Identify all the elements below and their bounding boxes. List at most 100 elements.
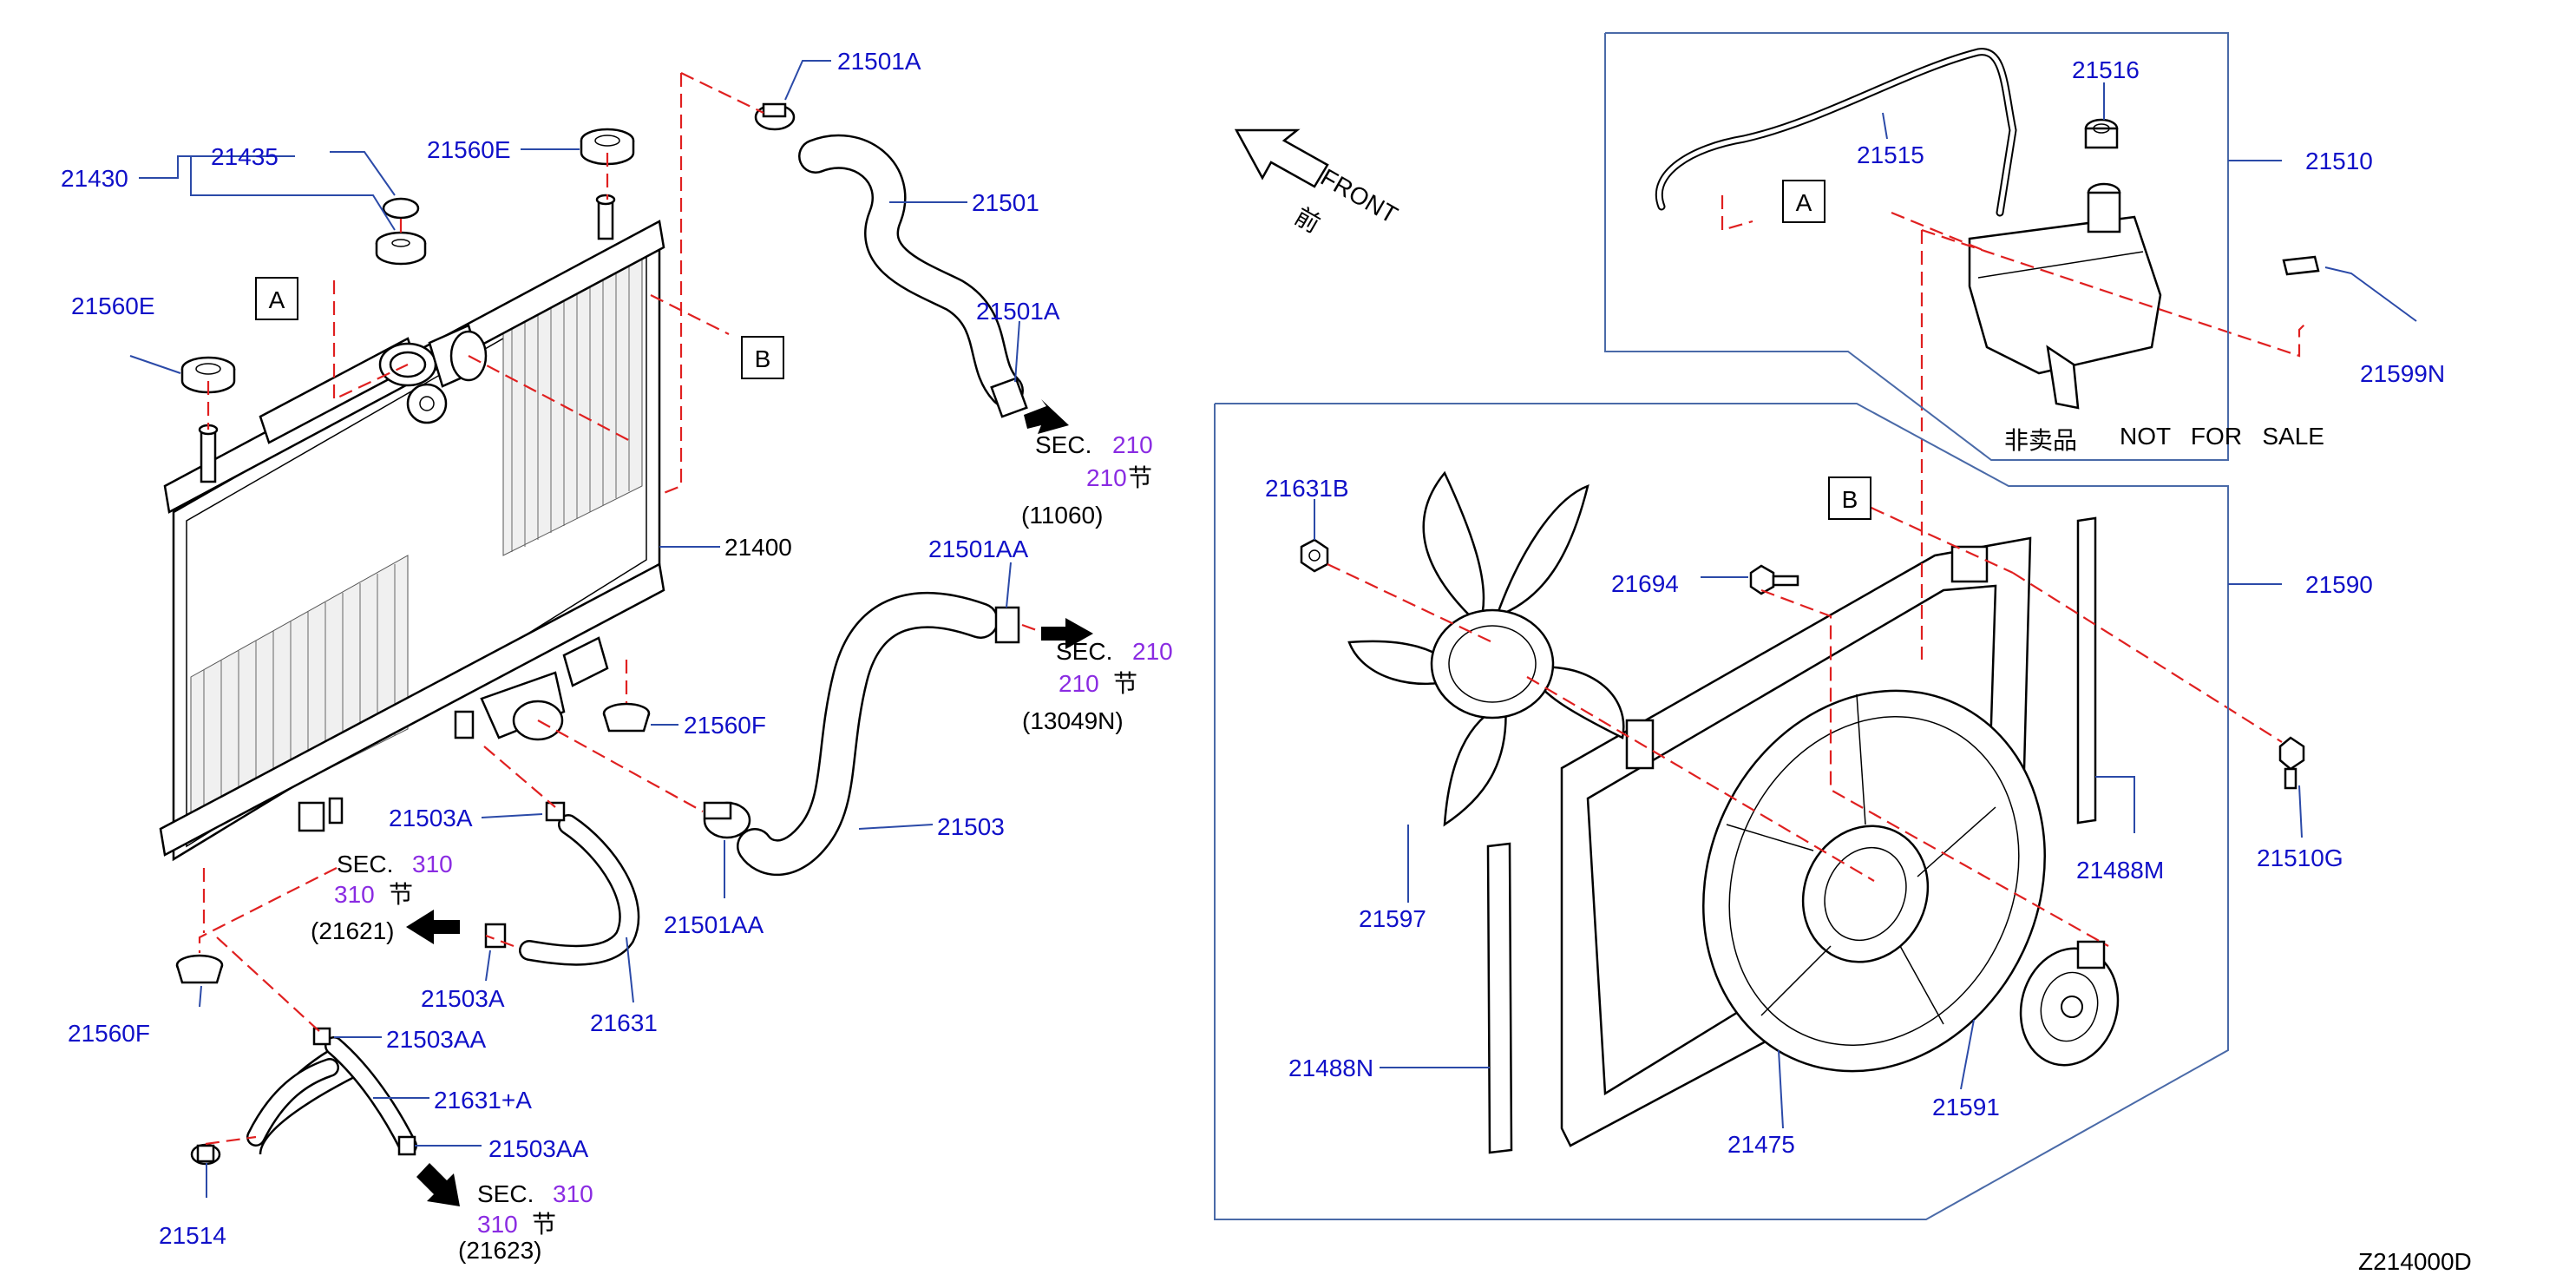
seal-21488N — [1486, 842, 1513, 1154]
svg-text:前: 前 — [1290, 202, 1325, 238]
svg-text:FRONT: FRONT — [1316, 163, 1402, 228]
svg-text:(13049N): (13049N) — [1022, 707, 1124, 734]
svg-text:210: 210 — [1112, 431, 1153, 458]
label-21597: 21597 — [1359, 905, 1426, 932]
cap-21516 — [2084, 118, 2119, 149]
sec-ref-13049N: SEC. 210 210 节 (13049N) — [1022, 638, 1173, 734]
clamp-21503A-top — [545, 801, 566, 822]
callout-box-b-right: B — [1828, 476, 1871, 520]
leader-lines — [129, 60, 2417, 1198]
label-21430: 21430 — [61, 165, 128, 192]
svg-text:B: B — [1842, 486, 1858, 513]
mount-21560E-left — [180, 356, 236, 394]
label-21694: 21694 — [1611, 570, 1679, 597]
label-21515: 21515 — [1857, 141, 1924, 168]
label-21488M: 21488M — [2076, 857, 2164, 884]
label-21503: 21503 — [937, 813, 1005, 840]
arrow-to-11060 — [1024, 399, 1069, 434]
label-21435: 21435 — [211, 143, 279, 170]
svg-text:SEC.: SEC. — [1035, 431, 1091, 458]
clamp-21501A-top — [754, 102, 796, 131]
label-21590: 21590 — [2305, 571, 2373, 598]
label-21560F-left: 21560F — [68, 1020, 150, 1047]
label-21501A-mid: 21501A — [976, 298, 1060, 325]
not-for-sale: NOT FOR SALE — [2120, 423, 2324, 450]
svg-text:节: 节 — [1128, 464, 1152, 491]
label-21599N: 21599N — [2360, 360, 2445, 387]
svg-text:节: 节 — [1113, 670, 1137, 697]
svg-text:(21623): (21623) — [458, 1237, 542, 1264]
label-21503A-top: 21503A — [389, 805, 473, 831]
svg-text:节: 节 — [389, 881, 413, 908]
label-21516: 21516 — [2072, 56, 2140, 83]
mount-21560F-right — [602, 702, 651, 733]
label-21400: 21400 — [724, 534, 792, 561]
callout-box-a-left: A — [255, 277, 298, 320]
svg-text:A: A — [1796, 189, 1812, 216]
label-21501A-top: 21501A — [837, 48, 921, 75]
clamp-21503AA-bot — [397, 1135, 416, 1156]
reservoir-frame — [1604, 32, 2229, 461]
cap-21430 — [375, 231, 427, 266]
nut-21631B — [1300, 538, 1329, 573]
motor-21591 — [2019, 940, 2120, 1067]
svg-text:SEC.: SEC. — [477, 1180, 534, 1207]
label-21560E-top: 21560E — [427, 136, 511, 163]
svg-text:SEC.: SEC. — [337, 851, 393, 877]
svg-text:210: 210 — [1132, 638, 1173, 665]
seal-21435 — [382, 197, 420, 220]
svg-text:210: 210 — [1086, 464, 1127, 491]
label-21591: 21591 — [1932, 1094, 2000, 1120]
label-21560E-left: 21560E — [71, 292, 155, 319]
label-21503AA-bot: 21503AA — [488, 1135, 589, 1162]
arrow-to-21623 — [416, 1163, 460, 1206]
radiator-21400 — [159, 194, 665, 862]
label-21501AA-top: 21501AA — [928, 536, 1029, 562]
label-21503AA-top: 21503AA — [386, 1026, 487, 1053]
svg-text:310: 310 — [412, 851, 453, 877]
label-21631-plus-a: 21631+A — [434, 1087, 532, 1114]
hose-21631 — [519, 814, 640, 966]
part-labels: 21430 21435 21560E 21560E 21501A 21501 2… — [61, 48, 2445, 1249]
label-21510G: 21510G — [2257, 844, 2343, 871]
front-arrow-icon: FRONT 前 — [1234, 128, 1402, 238]
label-21503A-bot: 21503A — [421, 985, 505, 1012]
label-plate-21599N — [2282, 255, 2320, 276]
label-21560F-right: 21560F — [684, 712, 766, 739]
shroud-frame — [1214, 403, 2229, 1220]
svg-text:SEC.: SEC. — [1056, 638, 1112, 665]
not-for-sale-cn: 非卖品 — [2004, 427, 2077, 454]
mount-21560F-left — [175, 954, 224, 984]
shroud-21590 — [1560, 536, 2046, 1147]
sec-ref-21621: SEC. 310 310 节 (21621) — [311, 851, 453, 944]
hose-21503 — [737, 591, 999, 877]
label-21501: 21501 — [972, 189, 1039, 216]
label-21475: 21475 — [1727, 1131, 1795, 1158]
hose-21501 — [798, 134, 1024, 408]
callout-box-a-right: A — [1782, 180, 1825, 223]
seal-21488M — [2076, 516, 2097, 825]
clip-21514 — [190, 1143, 221, 1166]
svg-text:B: B — [755, 345, 771, 372]
svg-text:A: A — [269, 286, 285, 313]
callout-box-b-left: B — [741, 336, 784, 379]
svg-text:(11060): (11060) — [1021, 502, 1103, 529]
svg-text:310: 310 — [477, 1211, 518, 1238]
mount-21560E-top — [580, 128, 635, 166]
label-21631B: 21631B — [1265, 475, 1349, 502]
sec-ref-11060: SEC. 210 210 节 (11060) — [1021, 431, 1153, 529]
dashed-assembly-lines — [198, 72, 2309, 1146]
label-21514: 21514 — [159, 1222, 226, 1249]
clamp-21501AA-bot — [703, 801, 751, 839]
clamp-21503AA-top — [312, 1027, 331, 1046]
clamp-21503A-bot — [484, 923, 507, 949]
svg-text:210: 210 — [1059, 670, 1099, 697]
hose-21515 — [1655, 48, 2017, 217]
sec-ref-21623: SEC. 310 310 节 (21623) — [458, 1180, 593, 1264]
svg-text:节: 节 — [532, 1211, 556, 1238]
label-21501AA-bot: 21501AA — [664, 911, 764, 938]
arrow-to-13049N — [1041, 618, 1093, 649]
reservoir-21510 — [1968, 182, 2162, 410]
arrow-to-21621 — [406, 910, 460, 944]
